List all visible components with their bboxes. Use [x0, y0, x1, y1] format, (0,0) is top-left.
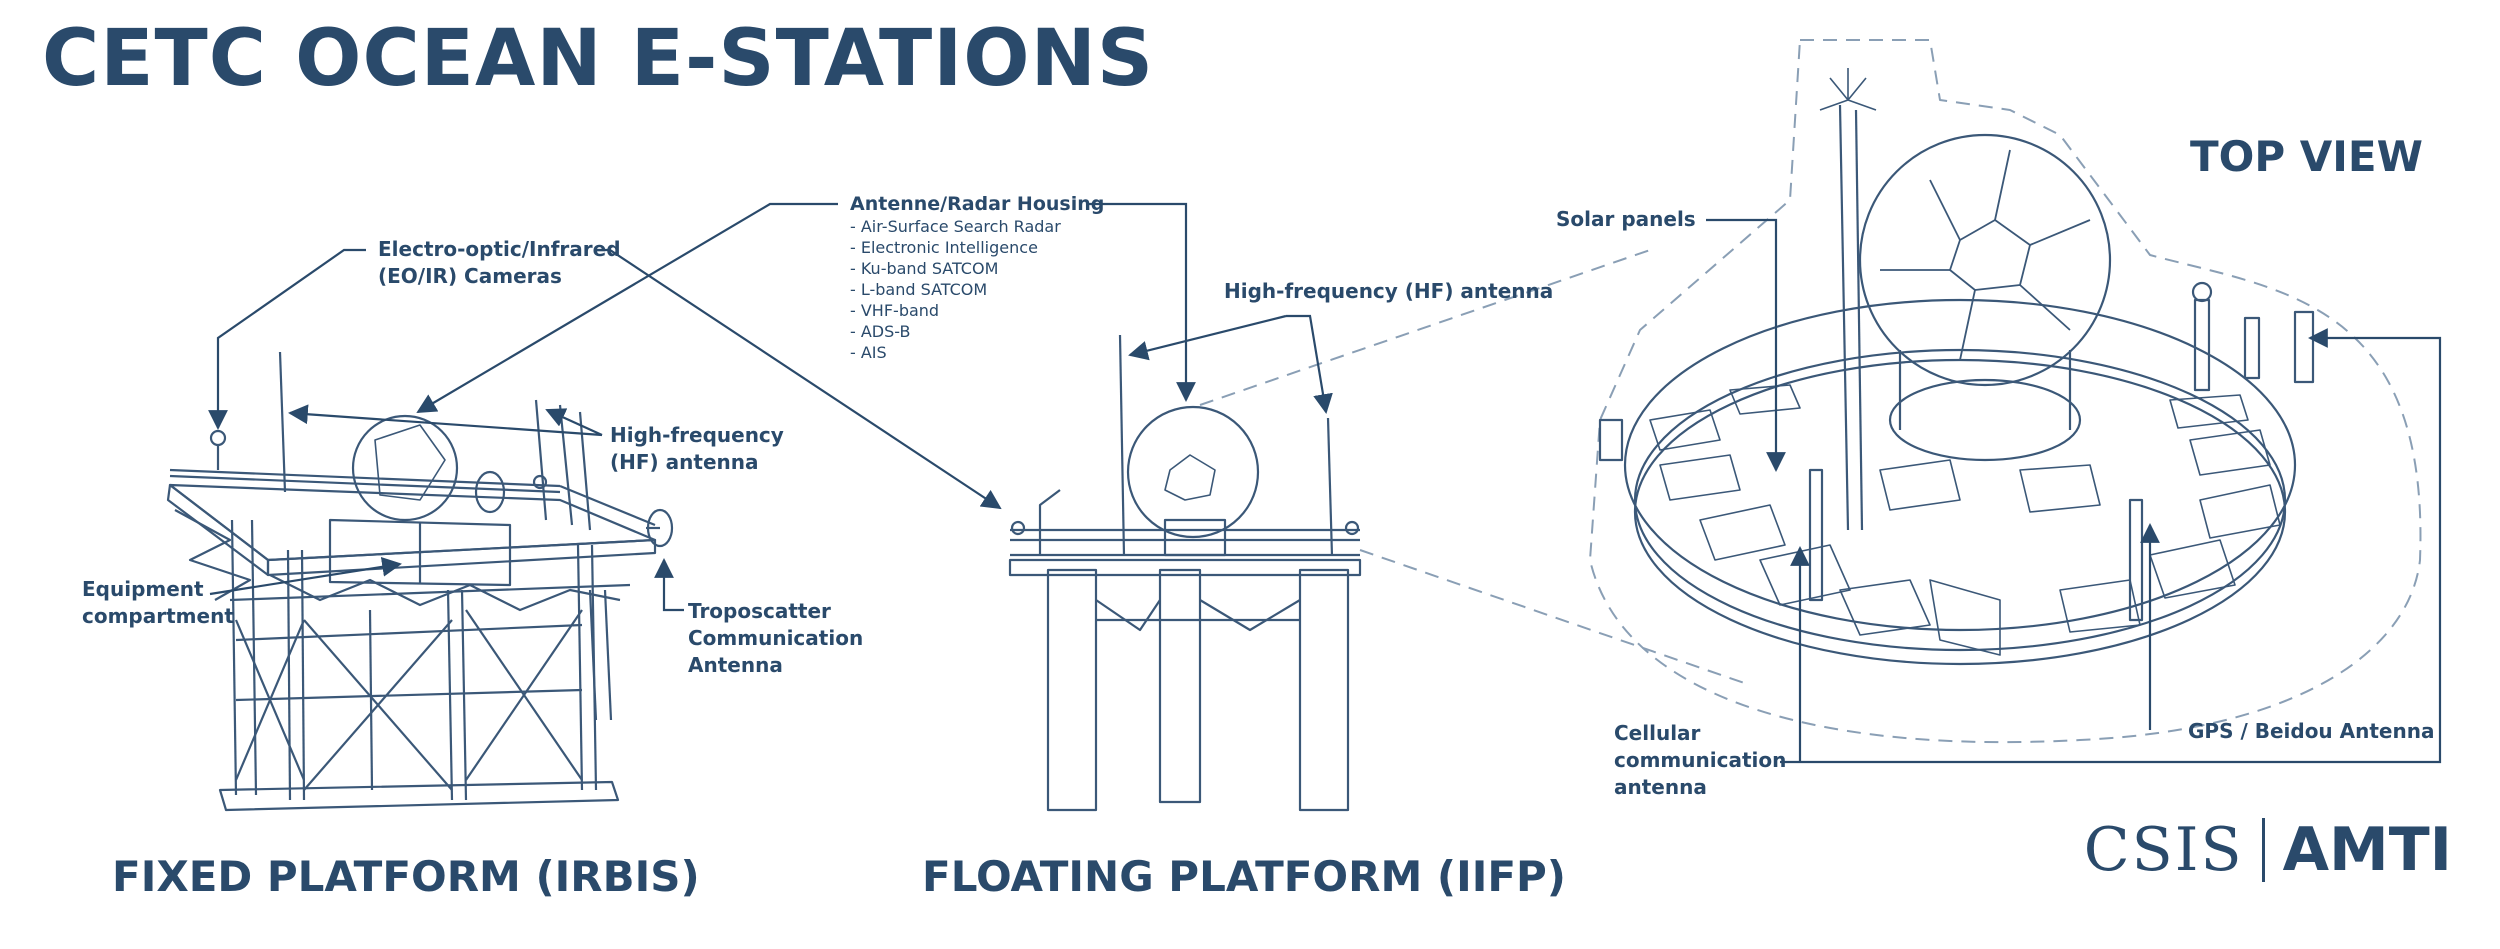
label-eo-ir: Electro-optic/Infrared (EO/IR) Cameras	[378, 236, 621, 290]
fixed-platform-drawing	[166, 351, 674, 812]
section-title-fixed: FIXED PLATFORM (IRBIS)	[112, 852, 700, 901]
radar-item: - Ku-band SATCOM	[850, 259, 999, 278]
label-cellular-line2: communication	[1614, 748, 1787, 772]
label-cellular: Cellular communication antenna	[1614, 720, 1786, 801]
label-troposcatter: Troposcatter Communication Antenna	[688, 598, 863, 679]
radar-item: - L-band SATCOM	[850, 280, 988, 299]
label-cellular-line3: antenna	[1614, 775, 1707, 799]
label-troposcatter-line1: Troposcatter	[688, 599, 831, 623]
section-title-top-view: TOP VIEW	[2190, 132, 2423, 181]
csis-amti-logo: CSIS AMTI	[2084, 815, 2452, 885]
label-hf-floating: High-frequency (HF) antenna	[1224, 279, 1554, 303]
label-solar-panels: Solar panels	[1556, 207, 1696, 231]
label-hf-fixed-line1: High-frequency	[610, 423, 784, 447]
radar-item: - Air-Surface Search Radar	[850, 217, 1061, 236]
section-title-floating: FLOATING PLATFORM (IIFP)	[922, 852, 1567, 901]
page-title: CETC OCEAN E-STATIONS	[42, 14, 1155, 104]
label-eo-ir-line2: (EO/IR) Cameras	[378, 264, 562, 288]
label-antenne-radar-title: Antenne/Radar Housing	[850, 193, 1105, 215]
label-equipment-line1: Equipment	[82, 577, 204, 601]
logo-divider	[2261, 818, 2265, 882]
label-hf-fixed-line2: (HF) antenna	[610, 450, 759, 474]
radar-item: - AIS	[850, 343, 887, 362]
callout-lines	[208, 202, 2442, 764]
label-antenne-radar: Antenne/Radar Housing - Air-Surface Sear…	[850, 192, 1104, 363]
label-equipment: Equipment compartment	[82, 576, 234, 630]
label-gps-beidou: GPS / Beidou Antenna	[2188, 719, 2435, 743]
top-view-drawing	[1199, 39, 2422, 744]
label-troposcatter-line3: Antenna	[688, 653, 783, 677]
label-cellular-line1: Cellular	[1614, 721, 1701, 745]
logo-csis: CSIS	[2083, 815, 2244, 885]
floating-platform-drawing	[1008, 334, 1362, 812]
radar-item: - Electronic Intelligence	[850, 238, 1038, 257]
label-troposcatter-line2: Communication	[688, 626, 864, 650]
logo-amti: AMTI	[2282, 815, 2452, 885]
label-eo-ir-line1: Electro-optic/Infrared	[378, 237, 621, 261]
label-equipment-line2: compartment	[82, 604, 234, 628]
label-hf-fixed: High-frequency (HF) antenna	[610, 422, 784, 476]
radar-item: - ADS-B	[850, 322, 911, 341]
radar-item: - VHF-band	[850, 301, 940, 320]
